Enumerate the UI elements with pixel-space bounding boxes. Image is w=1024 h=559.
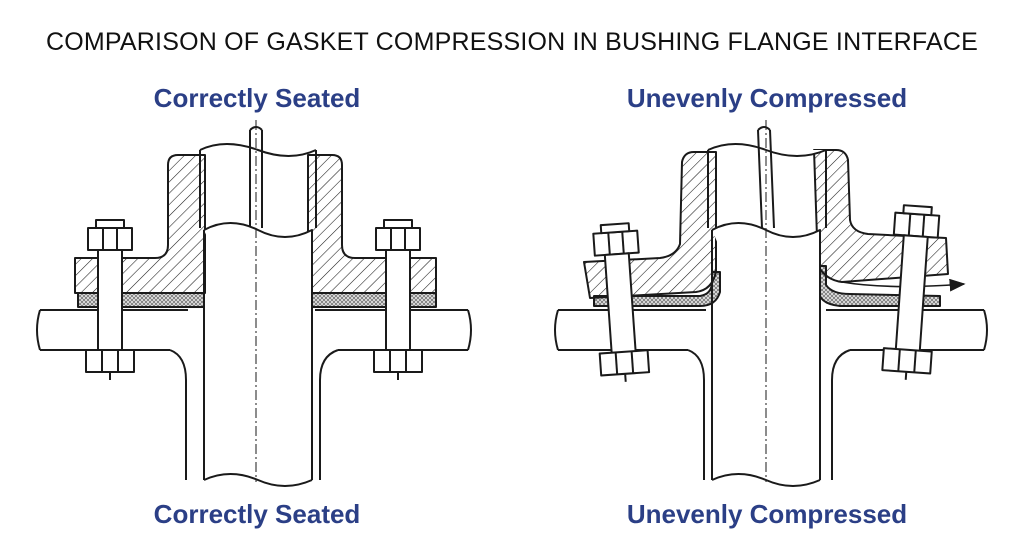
left-assembly	[36, 120, 472, 487]
left-bolt-a	[85, 219, 135, 380]
left-base-collar	[169, 349, 339, 480]
right-bottom-caption: Unevenly Compressed	[626, 499, 908, 529]
left-lower-pipe	[203, 222, 313, 480]
right-bolt-a	[592, 222, 651, 382]
diagram-title: COMPARISON OF GASKET COMPRESSION IN BUSH…	[45, 28, 979, 56]
right-base-collar	[687, 349, 851, 480]
left-bolt-b	[373, 219, 423, 380]
leak-arrow	[841, 278, 966, 292]
left-bushing-flange-left	[74, 154, 206, 294]
left-gasket-right	[303, 292, 437, 308]
left-top-caption: Correctly Seated	[153, 83, 361, 113]
right-bolt-b	[881, 204, 941, 380]
right-lower-pipe	[711, 222, 821, 480]
right-conductor-rod	[757, 126, 775, 229]
left-bottom-caption: Correctly Seated	[153, 499, 361, 529]
left-gasket-left	[77, 292, 205, 308]
right-top-caption: Unevenly Compressed	[626, 83, 908, 113]
left-bushing-flange-right	[307, 154, 437, 294]
right-upper-pipe	[707, 143, 827, 228]
left-upper-pipe	[199, 143, 317, 228]
right-assembly	[554, 120, 988, 487]
